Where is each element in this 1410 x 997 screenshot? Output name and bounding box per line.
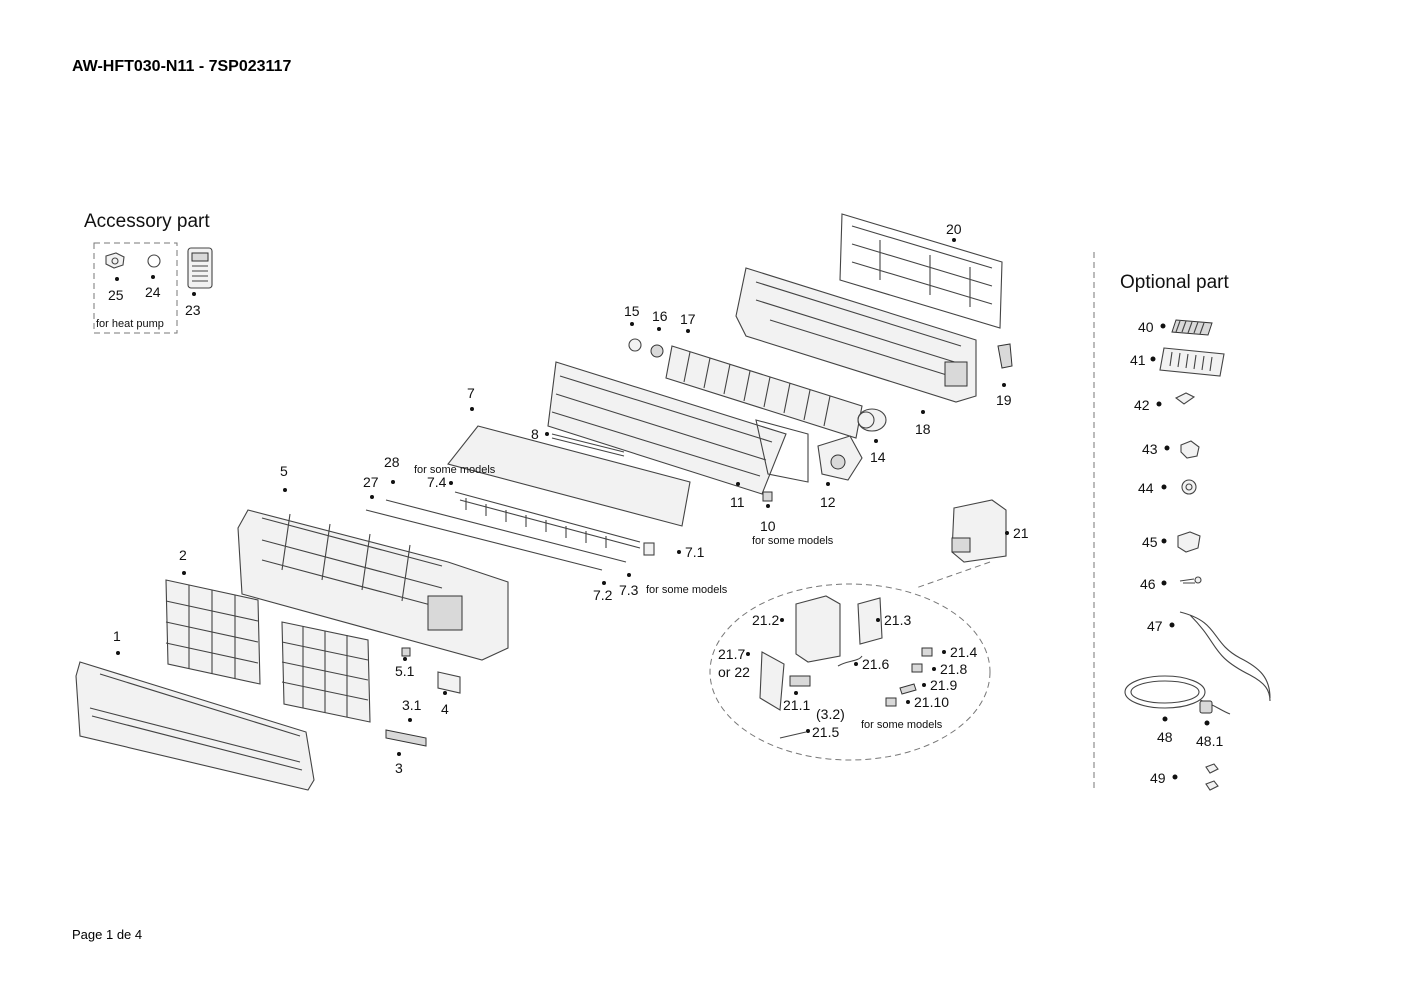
electric-box-detail-drawing (759, 595, 933, 739)
label-5: 5 (280, 463, 288, 479)
label-21-4: 21.4 (950, 644, 977, 660)
label-3-2: (3.2) (816, 706, 845, 722)
cross-flow-fan-drawing (665, 345, 863, 439)
part-19-drawing (997, 343, 1013, 369)
electric-box-drawing (951, 499, 1007, 563)
note-some-models-21: for some models (861, 719, 943, 731)
label-11: 11 (730, 494, 745, 510)
label-40: 40 (1138, 319, 1154, 335)
label-46: 46 (1140, 576, 1156, 592)
part-5-1-drawing (401, 647, 411, 657)
label-47: 47 (1147, 618, 1163, 634)
label-17: 17 (680, 311, 696, 327)
label-24: 24 (145, 284, 161, 300)
heat-pump-note: for heat pump (96, 318, 164, 330)
label-21: 21 (1013, 525, 1029, 541)
optional-section-title: Optional part (1120, 272, 1230, 293)
label-21-1: 21.1 (783, 697, 810, 713)
label-25: 25 (108, 287, 124, 303)
label-48: 48 (1157, 729, 1173, 745)
part-4-drawing (437, 671, 461, 694)
label-44: 44 (1138, 480, 1154, 496)
label-18: 18 (915, 421, 931, 437)
label-7-2: 7.2 (593, 587, 613, 603)
bearing-drawing (628, 338, 664, 358)
label-28: 28 (384, 454, 400, 470)
accessory-section-title: Accessory part (84, 211, 210, 232)
label-3: 3 (395, 760, 403, 776)
label-16: 16 (652, 308, 668, 324)
label-42: 42 (1134, 397, 1150, 413)
label-43: 43 (1142, 441, 1158, 457)
label-21-3: 21.3 (884, 612, 911, 628)
part-10-drawing (762, 491, 773, 502)
detail-leader (915, 561, 991, 589)
drain-cap-drawing (105, 252, 125, 269)
label-7: 7 (467, 385, 475, 401)
air-filter-right-drawing (281, 621, 371, 723)
label-8: 8 (531, 426, 539, 442)
label-7-1: 7.1 (685, 544, 705, 560)
front-frame-drawing (237, 509, 509, 661)
label-21-10: 21.10 (914, 694, 949, 710)
label-21-2: 21.2 (752, 612, 779, 628)
label-20: 20 (946, 221, 962, 237)
label-7-3: 7.3 (619, 582, 639, 598)
note-some-models-7: for some models (414, 464, 496, 476)
label-12: 12 (820, 494, 836, 510)
label-7-4: 7.4 (427, 474, 447, 490)
label-3-1: 3.1 (402, 697, 422, 713)
display-board-drawing (385, 729, 427, 747)
rod-drawing (365, 499, 627, 571)
label-10: 10 (760, 518, 776, 534)
label-21-6: 21.6 (862, 656, 889, 672)
note-some-models-7-3: for some models (646, 584, 728, 596)
label-41: 41 (1130, 352, 1146, 368)
electric-box-detail-ellipse (709, 583, 991, 761)
note-some-models-10: for some models (752, 535, 834, 547)
label-21-7: 21.7 (718, 646, 745, 662)
accessory-box (93, 242, 178, 334)
label-4: 4 (441, 701, 449, 717)
document-title: AW-HFT030-N11 - 7SP023117 (72, 58, 292, 75)
seal-ring-drawing (147, 254, 161, 268)
label-21-5: 21.5 (812, 724, 839, 740)
label-2: 2 (179, 547, 187, 563)
page-number: Page 1 de 4 (72, 927, 143, 942)
part-8-drawing (551, 433, 625, 457)
chassis-drawing (735, 267, 977, 403)
mounting-plate-drawing (839, 213, 1003, 329)
optional-parts-drawings (1124, 319, 1271, 791)
label-15: 15 (624, 303, 640, 319)
label-27: 27 (363, 474, 379, 490)
label-5-1: 5.1 (395, 663, 415, 679)
label-21-9: 21.9 (930, 677, 957, 693)
label-14: 14 (870, 449, 886, 465)
swing-motor-drawing (817, 435, 863, 481)
label-49: 49 (1150, 770, 1166, 786)
label-48-1: 48.1 (1196, 733, 1223, 749)
label-21-8: 21.8 (940, 661, 967, 677)
label-19: 19 (996, 392, 1012, 408)
label-1: 1 (113, 628, 121, 644)
note-or-22: or 22 (718, 664, 750, 680)
air-filter-left-drawing (165, 579, 261, 685)
louver-assembly-drawing (447, 425, 691, 556)
leader-dots (115, 238, 1210, 780)
fan-motor-drawing (857, 408, 887, 432)
front-panel-drawing (75, 661, 315, 791)
label-45: 45 (1142, 534, 1158, 550)
remote-controller-drawing (187, 247, 213, 289)
evaporator-drawing (547, 361, 809, 495)
label-23: 23 (185, 302, 201, 318)
